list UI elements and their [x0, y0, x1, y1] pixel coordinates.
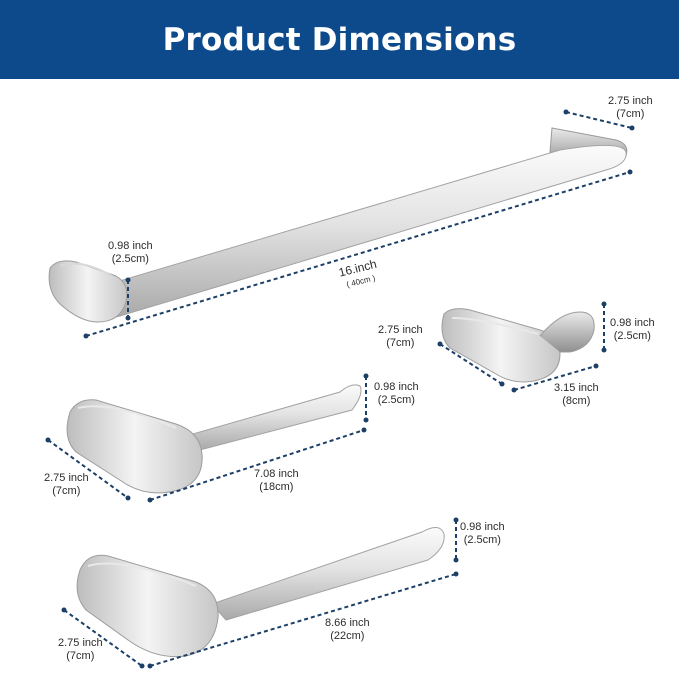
robe-hook-height-label: 0.98 inch (2.5cm) [610, 317, 655, 342]
hand-towel-bar [76, 527, 445, 658]
robe-hook [441, 308, 595, 383]
paper-holder-length-label: 7.08 inch (18cm) [254, 468, 299, 493]
page-title: Product Dimensions [162, 21, 517, 58]
robe-hook-depth-label: 2.75 inch (7cm) [378, 324, 423, 349]
robe-hook-length-label: 3.15 inch (8cm) [554, 382, 599, 407]
towel-bar-depth-label: 2.75 inch (7cm) [608, 95, 653, 120]
paper-holder-height-label: 0.98 inch (2.5cm) [374, 381, 419, 406]
dimension-lines [47, 111, 633, 667]
towel-ring-length-label: 8.66 inch (22cm) [325, 617, 370, 642]
title-banner: Product Dimensions [0, 0, 679, 79]
towel-bar [48, 127, 628, 323]
paper-holder [66, 384, 362, 494]
dimension-arrowheads [45, 109, 635, 669]
towel-bar-height-label: 0.98 inch (2.5cm) [108, 240, 153, 265]
towel-ring-height-label: 0.98 inch (2.5cm) [460, 521, 505, 546]
towel-ring-depth-label: 2.75 inch (7cm) [58, 637, 103, 662]
paper-holder-depth-label: 2.75 inch (7cm) [44, 472, 89, 497]
